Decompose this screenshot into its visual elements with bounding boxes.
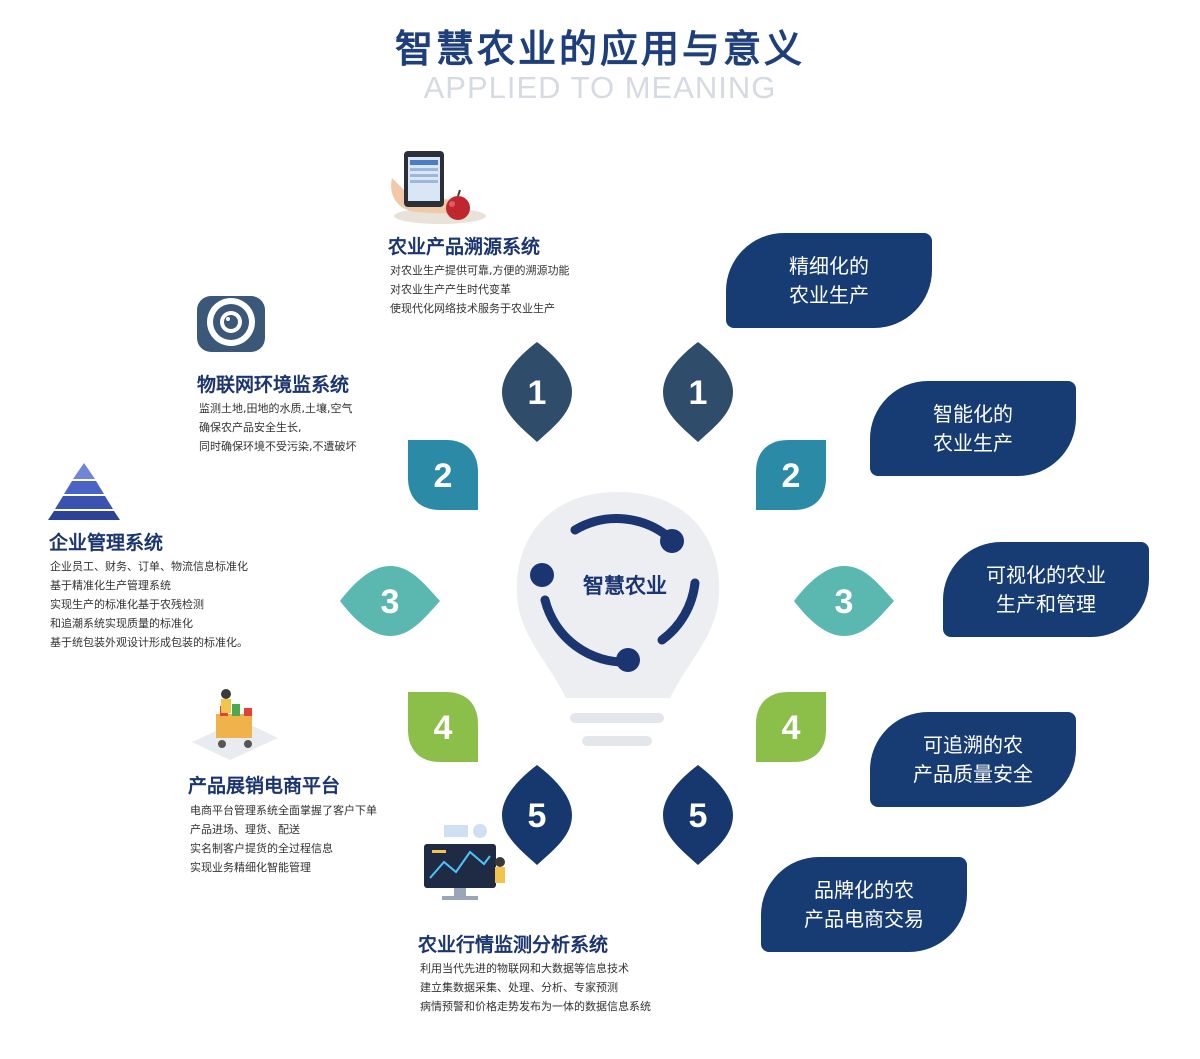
lightbulb-icon	[516, 492, 720, 746]
desc-line: 基于统包装外观设计形成包装的标准化。	[50, 636, 248, 649]
number-shape-right-3	[794, 566, 894, 636]
number-right-3: 3	[835, 583, 854, 621]
phone-apple-icon	[391, 151, 486, 224]
desc-line: 产品进场、理货、配送	[190, 823, 300, 836]
meaning-pill-2: 智能化的农业生产	[870, 381, 1076, 476]
camera-eye-icon	[197, 296, 265, 352]
number-right-1: 1	[689, 374, 708, 412]
meaning-line: 产品质量安全	[913, 761, 1033, 786]
meaning-line: 农业生产	[933, 430, 1013, 455]
number-shape-right-1	[663, 342, 733, 442]
desc-line: 基于精准化生产管理系统	[50, 579, 171, 592]
system-title-market: 农业行情监测分析系统	[418, 934, 609, 956]
number-left-4: 4	[434, 709, 453, 747]
shopping-cart-icon	[192, 689, 278, 760]
meaning-line: 精细化的	[789, 253, 869, 278]
number-shape-left-4	[408, 692, 478, 762]
desc-line: 和追潮系统实现质量的标准化	[50, 617, 193, 630]
number-left-2: 2	[434, 457, 453, 495]
system-desc-market: 利用当代先进的物联网和大数据等信息技术 建立集数据采集、处理、分析、专家预测 病…	[420, 959, 651, 1016]
desc-line: 确保农产品安全生长,	[199, 421, 302, 434]
number-shape-left-2	[408, 440, 478, 510]
system-desc-ecommerce: 电商平台管理系统全面掌握了客户下单 产品进场、理货、配送 实名制客户提货的全过程…	[190, 801, 377, 877]
system-desc-traceability: 对农业生产提供可靠,方便的溯源功能 对农业生产产生时代变革 使现代化网络技术服务…	[390, 261, 570, 318]
meaning-line: 可视化的农业	[986, 562, 1106, 587]
desc-line: 使现代化网络技术服务于农业生产	[390, 302, 555, 315]
desc-line: 电商平台管理系统全面掌握了客户下单	[190, 804, 377, 817]
number-shape-right-4	[756, 692, 826, 762]
desc-line: 对农业生产提供可靠,方便的溯源功能	[390, 264, 570, 277]
pyramid-icon	[48, 463, 120, 520]
meaning-pill-1: 精细化的农业生产	[726, 233, 932, 328]
number-right-2: 2	[782, 457, 801, 495]
desc-line: 实现业务精细化智能管理	[190, 861, 311, 874]
desc-line: 同时确保环境不受污染,不遭破坏	[199, 440, 357, 453]
meaning-pill-5: 品牌化的农产品电商交易	[761, 857, 967, 952]
center-ring-icon	[530, 514, 700, 672]
desc-line: 利用当代先进的物联网和大数据等信息技术	[420, 962, 629, 975]
meaning-pill-4: 可追溯的农产品质量安全	[870, 712, 1076, 807]
meaning-line: 农业生产	[789, 282, 869, 307]
number-shape-right-2	[756, 440, 826, 510]
number-left-5: 5	[528, 797, 547, 835]
number-right-5: 5	[689, 797, 708, 835]
meaning-pill-3: 可视化的农业生产和管理	[943, 542, 1149, 637]
analytics-monitor-icon	[424, 824, 505, 900]
meaning-line: 可追溯的农	[923, 732, 1023, 757]
page-title: 智慧农业的应用与意义	[394, 27, 805, 71]
system-title-traceability: 农业产品溯源系统	[388, 236, 541, 258]
system-desc-iot: 监测土地,田地的水质,土壤,空气 确保农产品安全生长, 同时确保环境不受污染,不…	[199, 399, 357, 456]
meaning-line: 智能化的	[933, 401, 1013, 426]
desc-line: 病情预警和价格走势发布为一体的数据信息系统	[420, 1000, 651, 1013]
number-shape-right-5	[663, 765, 733, 865]
number-shape-left-1	[502, 342, 572, 442]
desc-line: 实名制客户提货的全过程信息	[190, 842, 333, 855]
desc-line: 建立集数据采集、处理、分析、专家预测	[420, 981, 618, 994]
page-subtitle: APPLIED TO MEANING	[423, 70, 777, 105]
desc-line: 企业员工、财务、订单、物流信息标准化	[50, 560, 248, 573]
desc-line: 监测土地,田地的水质,土壤,空气	[199, 402, 353, 415]
desc-line: 实现生产的标准化基于农残检测	[50, 598, 204, 611]
system-title-enterprise: 企业管理系统	[49, 532, 164, 554]
meaning-line: 生产和管理	[996, 591, 1096, 616]
system-title-ecommerce: 产品展销电商平台	[188, 775, 341, 797]
system-desc-enterprise: 企业员工、财务、订单、物流信息标准化 基于精准化生产管理系统 实现生产的标准化基…	[50, 557, 248, 652]
number-right-4: 4	[782, 709, 801, 747]
number-shape-left-5	[502, 765, 572, 865]
number-shape-left-3	[340, 566, 440, 636]
center-label: 智慧农业	[583, 574, 667, 598]
desc-line: 对农业生产产生时代变革	[390, 283, 511, 296]
meaning-line: 产品电商交易	[804, 906, 924, 931]
meaning-line: 品牌化的农	[814, 877, 914, 902]
number-left-3: 3	[381, 583, 400, 621]
number-left-1: 1	[528, 374, 547, 412]
system-title-iot: 物联网环境监系统	[197, 374, 350, 396]
